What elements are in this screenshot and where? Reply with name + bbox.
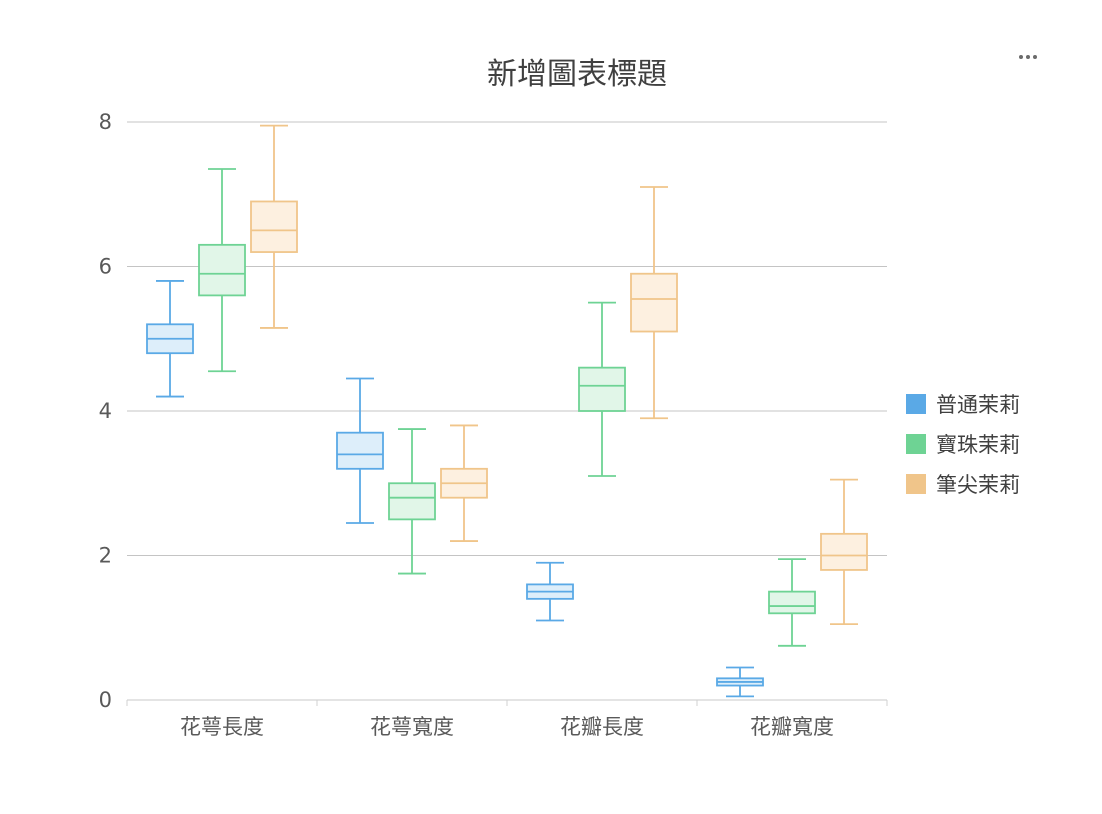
y-tick-label: 8 <box>99 110 112 134</box>
legend-swatch <box>906 434 926 454</box>
x-tick-label: 花瓣寬度 <box>750 715 834 739</box>
box-3-3[interactable] <box>630 272 678 333</box>
box-1-2[interactable] <box>336 431 384 470</box>
y-tick-label: 6 <box>99 255 112 279</box>
box-2-1[interactable] <box>198 243 246 297</box>
chart-title: 新增圖表標題 <box>487 57 667 92</box>
box-3-4[interactable] <box>820 532 868 571</box>
y-tick-label: 4 <box>99 399 112 423</box>
more-options-icon[interactable] <box>1008 44 1048 70</box>
x-tick-label: 花瓣長度 <box>560 715 644 739</box>
y-tick-label: 2 <box>99 544 112 568</box>
legend-label[interactable]: 筆尖茉莉 <box>936 473 1020 497</box>
legend-label[interactable]: 寶珠茉莉 <box>936 433 1020 457</box>
legend-label[interactable]: 普通茉莉 <box>936 393 1020 417</box>
box-2-4[interactable] <box>768 590 816 615</box>
legend-swatch <box>906 394 926 414</box>
box-2-2[interactable] <box>388 482 436 521</box>
box-3-1[interactable] <box>250 200 298 253</box>
legend-swatch <box>906 474 926 494</box>
y-tick-label: 0 <box>99 688 112 712</box>
box-2-3[interactable] <box>578 366 626 412</box>
x-tick-label: 花萼寬度 <box>370 715 454 739</box>
x-tick-label: 花萼長度 <box>180 715 264 739</box>
